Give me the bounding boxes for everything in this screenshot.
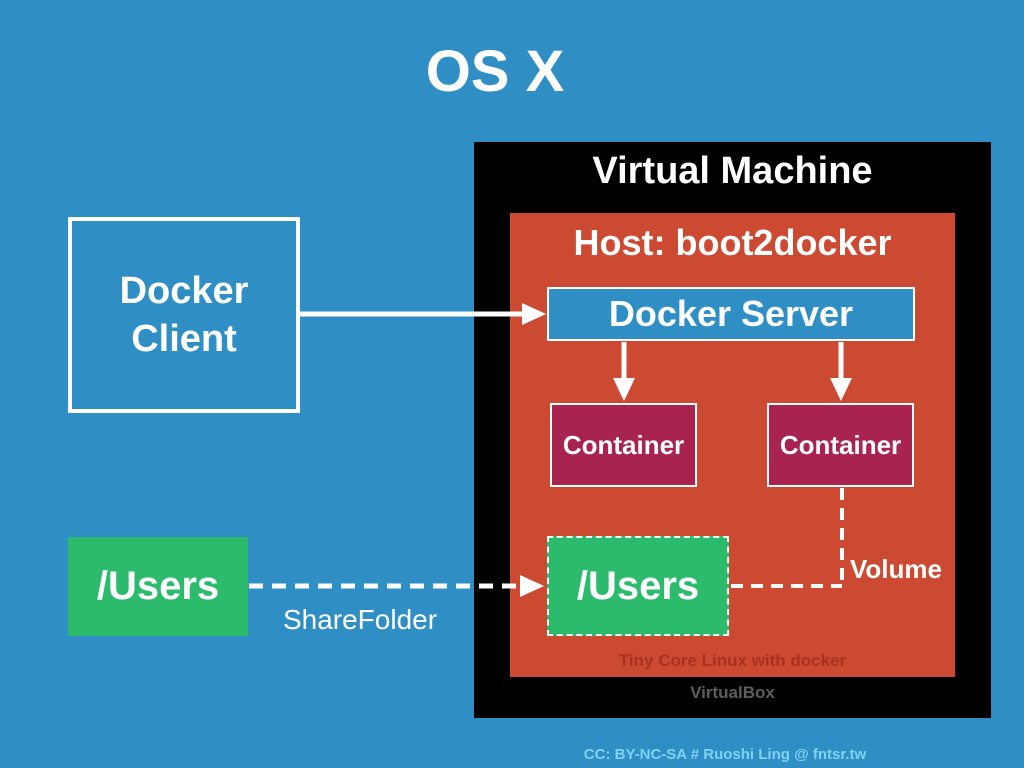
docker-server-box: Docker Server	[547, 287, 915, 341]
container-box-2: Container	[767, 403, 914, 487]
server-to-container1-arrow-head	[613, 378, 635, 401]
container-box-1: Container	[550, 403, 697, 487]
users-vm-folder: /Users	[547, 536, 729, 636]
docker-server-label: Docker Server	[608, 293, 854, 334]
users-host-folder: /Users	[68, 537, 248, 636]
host-label: Host: boot2docker	[573, 222, 892, 263]
virtualbox-label: VirtualBox	[690, 683, 775, 702]
client-to-server-arrow-head	[522, 303, 546, 325]
volume-label: Volume	[850, 554, 942, 584]
host-footer-label: Tiny Core Linux with docker	[618, 651, 847, 670]
users-host-label: /Users	[96, 564, 220, 608]
docker-client-label-line2: Client	[131, 318, 237, 360]
users-vm-label: /Users	[576, 563, 700, 608]
container-label-1: Container	[562, 429, 685, 460]
page-title: OS X	[425, 39, 565, 104]
sharefolder-arrow-head	[520, 575, 544, 597]
server-to-container2-arrow-head	[830, 378, 852, 401]
share-folder-label: ShareFolder	[282, 604, 438, 635]
credit-text: CC: BY-NC-SA # Ruoshi Ling @ fntsr.tw	[583, 746, 867, 763]
virtual-machine-label: Virtual Machine	[592, 150, 873, 192]
docker-client-box: Docker Client	[68, 217, 300, 413]
docker-client-label-line1: Docker	[119, 270, 249, 312]
container-label-2: Container	[779, 429, 902, 460]
